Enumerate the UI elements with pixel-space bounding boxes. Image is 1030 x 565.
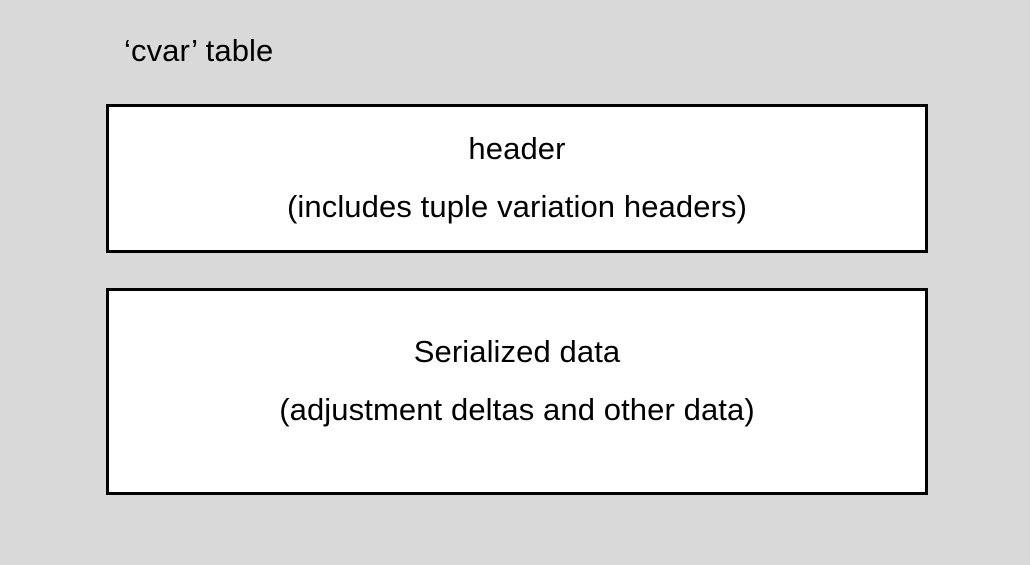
- serialized-data-box-line-1: Serialized data: [413, 334, 621, 369]
- header-box: header (includes tuple variation headers…: [106, 104, 928, 253]
- serialized-data-box: Serialized data (adjustment deltas and o…: [106, 288, 928, 495]
- page-title: ‘cvar’ table: [124, 33, 274, 68]
- header-box-line-2: (includes tuple variation headers): [286, 188, 748, 224]
- header-box-line-1: header: [468, 130, 566, 166]
- serialized-data-box-line-2: (adjustment deltas and other data): [279, 392, 755, 427]
